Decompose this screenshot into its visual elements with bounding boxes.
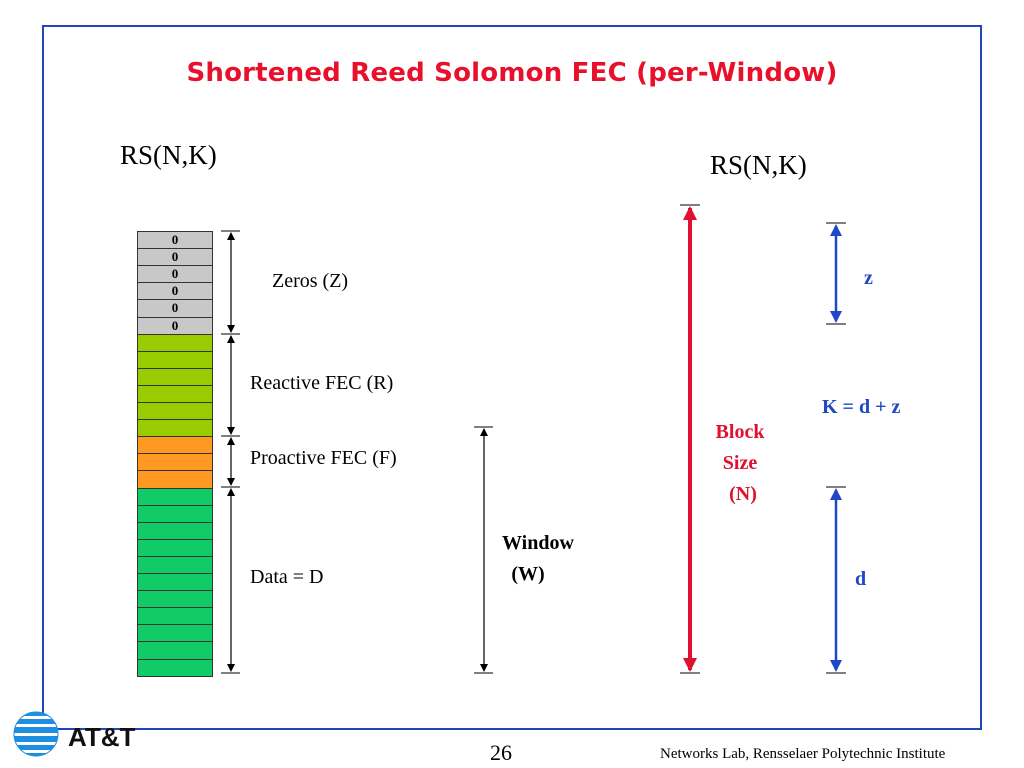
d-label: d — [855, 568, 867, 590]
att-logo: AT&T — [8, 706, 138, 762]
z-label: z — [864, 267, 873, 289]
block-size-label-line3: (N) — [729, 483, 757, 505]
d-ticks — [826, 486, 846, 674]
page-number: 26 — [490, 740, 512, 765]
institution-footer: Networks Lab, Rensselaer Polytechnic Ins… — [660, 746, 946, 762]
slide-frame — [42, 25, 982, 730]
att-logo-text: AT&T — [68, 722, 136, 752]
slide-title: Shortened Reed Solomon FEC (per-Window) — [186, 58, 838, 88]
reactive-fec-label: Reactive FEC (R) — [250, 372, 394, 394]
zeros-label: Zeros (Z) — [272, 270, 349, 292]
block-size-ticks — [680, 204, 700, 674]
data-cell — [137, 659, 213, 677]
right-rs-label: RS(N,K) — [710, 150, 807, 180]
z-ticks — [826, 222, 846, 325]
window-ticks — [474, 426, 493, 674]
proactive-fec-label: Proactive FEC (F) — [250, 447, 397, 469]
window-label-line1: Window — [502, 532, 574, 554]
block-size-label-line1: Block — [715, 421, 765, 443]
block-size-label-line2: Size — [722, 452, 758, 474]
left-rs-label: RS(N,K) — [120, 140, 217, 170]
segment-bracket-ticks — [221, 230, 240, 674]
window-label-line2: (W) — [511, 563, 545, 585]
k-equation-label: K = d + z — [822, 396, 901, 418]
data-label: Data = D — [250, 566, 324, 588]
